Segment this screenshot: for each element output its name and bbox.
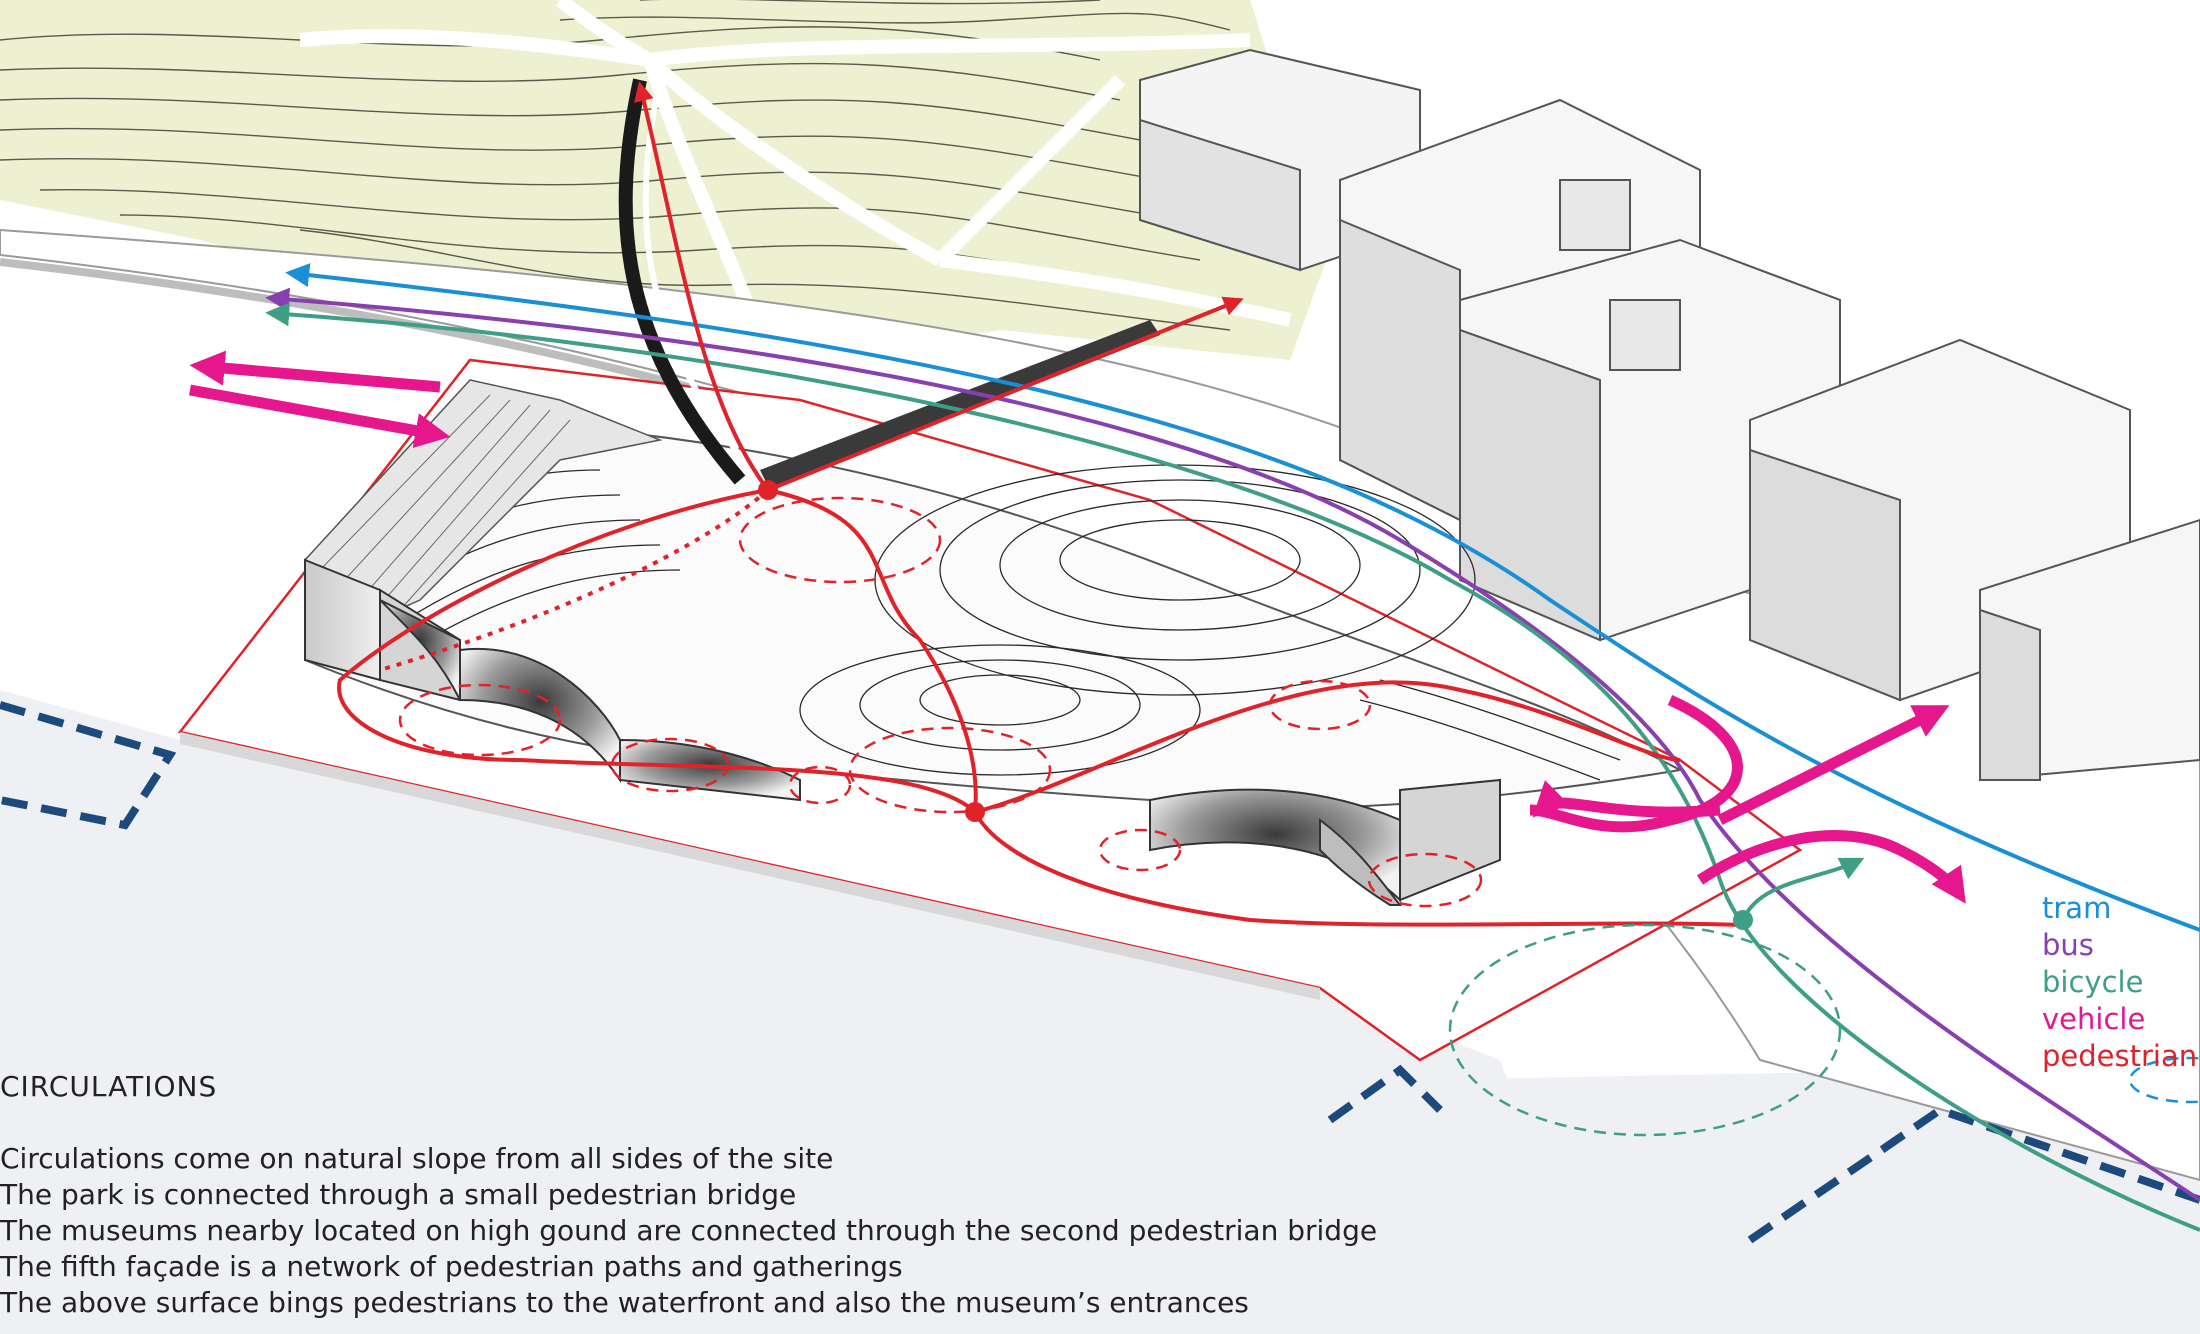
description-line: The above surface bings pedestrians to t… [0,1286,1249,1319]
legend-bicycle: bicycle [2042,965,2144,999]
gathering-areas [398,496,1483,908]
building-walls [304,558,1501,906]
description-lines: Circulations come on natural slope from … [0,1141,1500,1321]
pedestrian-paths [337,81,1741,927]
legend-vehicle: vehicle [2042,1002,2146,1036]
description-line: The fifth façade is a network of pedestr… [0,1250,903,1283]
description-line: The museums nearby located on high gound… [0,1214,1378,1247]
bicycle-hub-area-2 [2128,1056,2200,1104]
vehicle-arrows [189,350,1966,904]
description-block: CIRCULATIONS Circulations come on natura… [0,1070,1500,1321]
section-heading: CIRCULATIONS [0,1070,218,1103]
path-nodes [758,480,1753,930]
legend-pedestrian: pedestrian [2042,1039,2198,1073]
bicycle-hub-area [1448,923,1842,1137]
description-line: Circulations come on natural slope from … [0,1142,834,1175]
legend: tram bus bicycle vehicle pedestrian [2042,890,2197,1075]
legend-tram: tram [2042,891,2112,925]
bicycle-connector [1741,857,1865,921]
description-line: The park is connected through a small pe… [0,1178,797,1211]
legend-bus: bus [2042,928,2094,962]
transport-lines [265,263,2200,1232]
dashed-boundaries [0,701,2200,1244]
roof-landscape [304,379,1684,810]
